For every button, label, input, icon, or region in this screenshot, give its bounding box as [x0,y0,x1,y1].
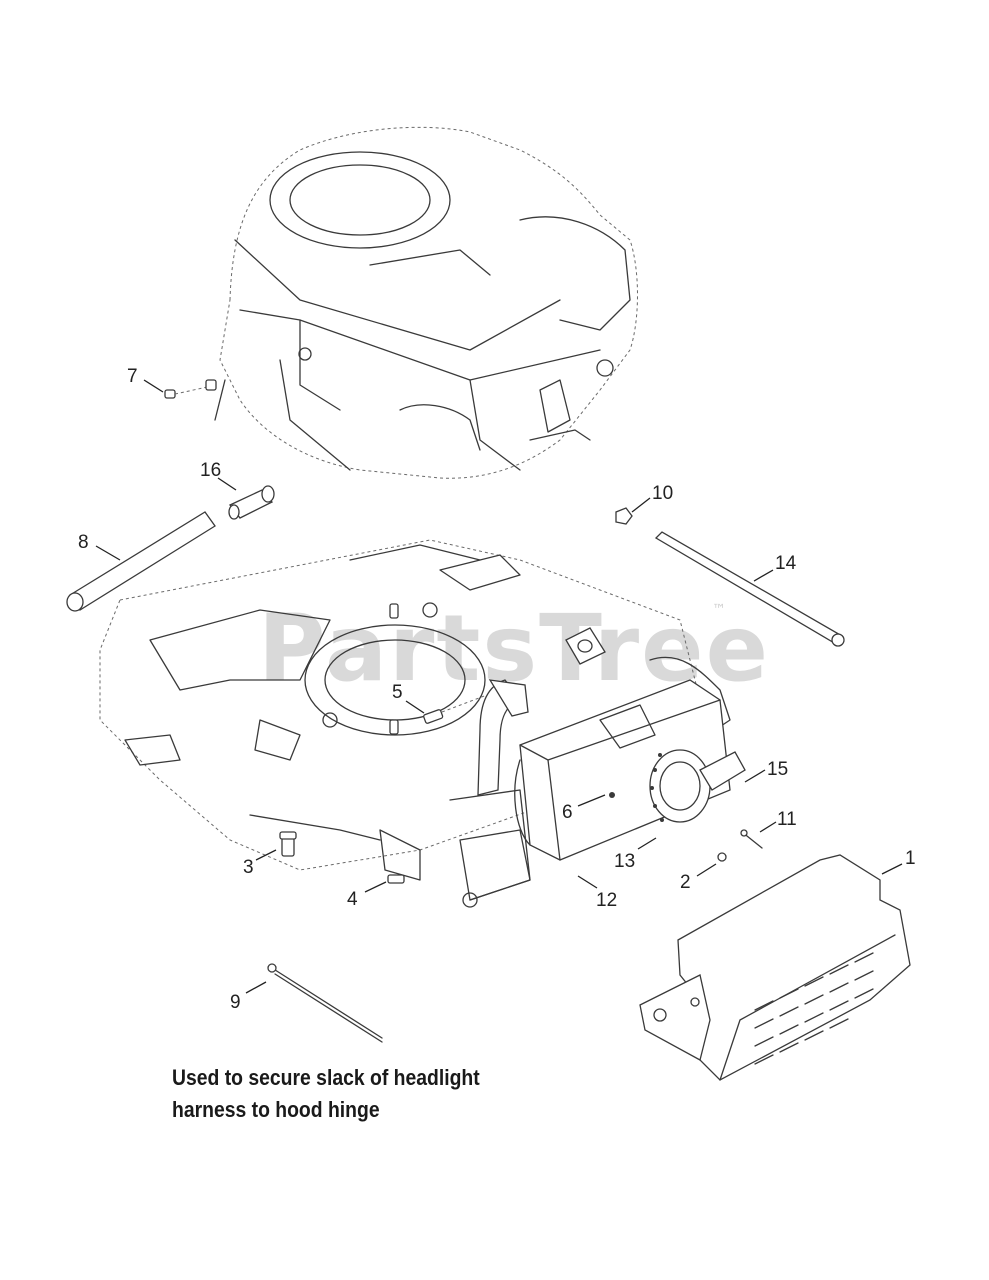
callout-label-14: 14 [775,553,797,574]
engine-illustration [214,126,638,479]
callout-10: 10 [631,483,673,513]
callout-label-3: 3 [243,857,254,878]
part-7-screw [164,379,217,399]
callout-3: 3 [243,849,277,878]
callout-label-8: 8 [78,532,89,553]
part-14-rod [654,531,845,647]
note-line-1: Used to secure slack of headlight [172,1065,480,1090]
part-1-heat-shield [639,854,911,1081]
part-12-muffler [449,679,731,901]
callout-4: 4 [347,881,387,910]
callout-14: 14 [753,553,797,582]
part-8-pipe [66,511,216,612]
note-line-2: harness to hood hinge [172,1097,380,1122]
exhaust-pipe [477,679,529,796]
part-4-bolt [387,874,405,884]
callout-7: 7 [127,366,164,393]
heat-shield-vents [754,952,874,1065]
callout-label-16: 16 [200,460,221,481]
callout-label-12: 12 [596,890,617,911]
part-11-screw [740,829,763,849]
callout-11: 11 [759,809,797,833]
callout-label-5: 5 [392,682,403,703]
callout-label-15: 15 [767,759,788,780]
part-9-cable-tie [267,963,383,1043]
callout-2: 2 [680,863,717,893]
callout-6: 6 [562,794,606,823]
headlight-harness-note: Used to secure slack of headlight harnes… [172,1062,489,1126]
callout-15: 15 [744,759,788,783]
callout-16: 16 [200,460,237,491]
part-16-clamp [228,485,275,520]
watermark-trademark: ™ [712,602,726,618]
callout-9: 9 [230,981,267,1013]
part-15-end-cap [609,749,746,823]
exhaust-gasket [565,627,606,665]
callout-13: 13 [614,837,657,872]
callout-label-1: 1 [905,848,916,869]
callout-5: 5 [392,682,425,714]
part-5-bolt [389,603,501,735]
callout-label-10: 10 [652,483,673,504]
part-3-bolt [279,831,297,857]
callout-label-6: 6 [562,802,573,823]
callout-label-7: 7 [127,366,138,387]
callout-12: 12 [577,875,617,911]
part-2-screw [717,852,727,862]
callout-label-11: 11 [777,809,797,830]
callout-label-4: 4 [347,889,358,910]
callout-label-9: 9 [230,992,241,1013]
callout-label-2: 2 [680,872,691,893]
callout-8: 8 [78,532,121,561]
frame-chassis-illustration [99,539,731,908]
callout-1: 1 [881,848,916,875]
part-10-nut [615,507,633,525]
callout-label-13: 13 [614,851,635,872]
